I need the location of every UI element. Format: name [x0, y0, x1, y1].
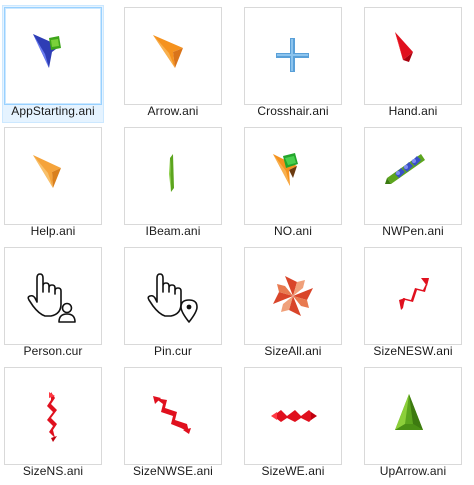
file-thumbnail: [4, 127, 102, 225]
arrow-cursor-icon: [153, 35, 183, 68]
file-thumbnail: [244, 247, 342, 345]
file-name: Pin.cur: [153, 344, 193, 358]
file-item-uparrow[interactable]: UpArrow.ani: [360, 360, 474, 480]
file-name: NO.ani: [274, 224, 312, 238]
no-cursor-icon: [273, 153, 298, 186]
file-item-nwpen[interactable]: NWPen.ani: [360, 120, 474, 240]
file-thumbnail: [4, 367, 102, 465]
file-name: SizeAll.ani: [264, 344, 322, 358]
file-name: AppStarting.ani: [11, 104, 95, 118]
help-cursor-icon: [33, 155, 61, 188]
pen-cursor-icon: [385, 154, 425, 184]
size-ns-cursor-icon: [47, 392, 57, 442]
file-name: Crosshair.ani: [257, 104, 329, 118]
file-thumbnail: [124, 367, 222, 465]
up-arrow-cursor-icon: [395, 394, 423, 430]
file-thumbnail: [364, 367, 462, 465]
pin-hand-cursor-icon: [147, 273, 198, 323]
file-item-crosshair[interactable]: Crosshair.ani: [240, 0, 360, 120]
file-thumbnail: [364, 127, 462, 225]
file-name: SizeWE.ani: [261, 464, 325, 478]
file-item-sizewe[interactable]: SizeWE.ani: [240, 360, 360, 480]
file-item-ibeam[interactable]: IBeam.ani: [120, 120, 240, 240]
hand-cursor-icon: [395, 32, 413, 62]
file-item-sizenwse[interactable]: SizeNWSE.ani: [120, 360, 240, 480]
crosshair-cursor-icon: [276, 38, 309, 72]
file-thumbnail: [124, 127, 222, 225]
file-name: Arrow.ani: [147, 104, 199, 118]
ibeam-cursor-icon: [169, 154, 174, 192]
file-name: Person.cur: [23, 344, 83, 358]
file-name: UpArrow.ani: [379, 464, 447, 478]
file-item-pin[interactable]: Pin.cur: [120, 240, 240, 360]
file-item-help[interactable]: Help.ani: [0, 120, 120, 240]
file-item-sizeall[interactable]: SizeAll.ani: [240, 240, 360, 360]
file-thumbnail: [244, 7, 342, 105]
file-thumbnail: [244, 367, 342, 465]
size-nwse-cursor-icon: [153, 396, 191, 434]
file-thumbnail: [4, 247, 102, 345]
size-all-cursor-icon: [273, 276, 313, 316]
app-starting-cursor-icon: [33, 34, 61, 68]
file-name: SizeNESW.ani: [373, 344, 453, 358]
file-name: Hand.ani: [388, 104, 438, 118]
file-thumbnail: [124, 7, 222, 105]
file-item-sizens[interactable]: SizeNS.ani: [0, 360, 120, 480]
file-thumbnail: [364, 7, 462, 105]
file-item-sizenesw[interactable]: SizeNESW.ani: [360, 240, 474, 360]
file-thumbnail: [124, 247, 222, 345]
file-item-hand[interactable]: Hand.ani: [360, 0, 474, 120]
file-name: SizeNWSE.ani: [133, 464, 213, 478]
person-hand-cursor-icon: [27, 273, 76, 323]
file-name: Help.ani: [30, 224, 76, 238]
file-item-person[interactable]: Person.cur: [0, 240, 120, 360]
file-name: NWPen.ani: [382, 224, 444, 238]
file-thumbnail: [244, 127, 342, 225]
file-item-arrow[interactable]: Arrow.ani: [120, 0, 240, 120]
file-name: IBeam.ani: [145, 224, 201, 238]
file-thumbnail: [364, 247, 462, 345]
size-nesw-cursor-icon: [399, 278, 429, 310]
file-name: SizeNS.ani: [22, 464, 84, 478]
size-we-cursor-icon: [271, 410, 317, 422]
file-item-appstarting[interactable]: AppStarting.ani: [0, 0, 120, 123]
file-item-no[interactable]: NO.ani: [240, 120, 360, 240]
file-thumbnail: [4, 7, 102, 105]
